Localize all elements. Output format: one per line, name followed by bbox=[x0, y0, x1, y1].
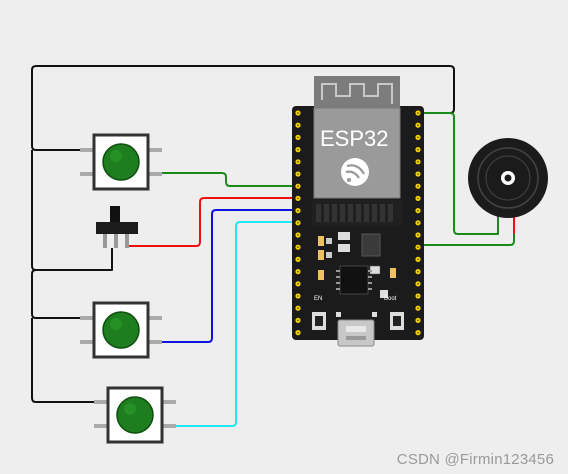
header-pin-hole bbox=[417, 185, 419, 188]
header-pin-hole bbox=[297, 124, 299, 127]
en-button[interactable] bbox=[312, 312, 326, 330]
header-pin-hole bbox=[417, 246, 419, 249]
header-pin-hole bbox=[297, 160, 299, 163]
push-button-1[interactable] bbox=[80, 133, 162, 191]
board-title: ESP32 bbox=[320, 126, 389, 151]
button-2-signal-wire bbox=[162, 209, 296, 343]
header-pin-hole bbox=[417, 124, 419, 127]
header-pin-hole bbox=[297, 319, 299, 322]
espressif-logo bbox=[341, 158, 369, 186]
boot-button[interactable] bbox=[390, 312, 404, 330]
esp32-board[interactable]: ESP32 bbox=[292, 76, 424, 347]
header-pin-hole bbox=[297, 148, 299, 151]
push-button-2[interactable] bbox=[80, 301, 162, 359]
header-pin-hole bbox=[297, 209, 299, 212]
wires bbox=[31, 65, 515, 427]
header-pin-hole bbox=[417, 282, 419, 285]
buzzer-ground-wire bbox=[410, 112, 499, 235]
header-pin-hole bbox=[417, 136, 419, 139]
watermark: CSDN @Firmin123456 bbox=[396, 451, 554, 468]
header-pin-hole bbox=[297, 295, 299, 297]
header-pin-hole bbox=[417, 221, 419, 224]
en-label: EN bbox=[314, 296, 322, 302]
header-pin-hole bbox=[297, 197, 299, 200]
header-pin-hole bbox=[417, 234, 419, 236]
header-pin-hole bbox=[297, 185, 299, 188]
button-3-cap[interactable] bbox=[116, 396, 154, 434]
header-pin-hole bbox=[297, 221, 299, 224]
header-pin-hole bbox=[417, 209, 419, 212]
header-pin-hole bbox=[417, 148, 419, 151]
header-pin-hole bbox=[297, 282, 299, 285]
header-pin-hole bbox=[417, 173, 419, 175]
button-1-signal-wire bbox=[162, 172, 296, 187]
antenna bbox=[314, 76, 400, 108]
push-button-3[interactable] bbox=[94, 386, 176, 444]
usb-uart-chip bbox=[339, 265, 369, 295]
switch-signal-wire bbox=[128, 197, 296, 247]
header-pin-hole bbox=[297, 246, 299, 249]
header-pin-hole bbox=[417, 319, 419, 322]
header-pin-hole bbox=[297, 173, 299, 175]
header-pin-hole bbox=[417, 295, 419, 297]
boot-label: Boot bbox=[384, 296, 397, 302]
header-pin-hole bbox=[297, 307, 299, 310]
header-pin-hole bbox=[297, 112, 299, 114]
voltage-regulator bbox=[361, 233, 381, 257]
header-pin-hole bbox=[417, 270, 419, 273]
buzzer-signal-wire bbox=[410, 214, 515, 246]
ground-wire-button-2 bbox=[31, 269, 80, 319]
header-pin-hole bbox=[297, 331, 299, 334]
buzzer[interactable] bbox=[468, 138, 548, 218]
ground-wire-button-3 bbox=[31, 318, 96, 403]
header-pin-hole bbox=[417, 331, 419, 334]
button-3-signal-wire bbox=[176, 221, 296, 427]
left-pin-header bbox=[295, 110, 301, 336]
header-pin-hole bbox=[297, 136, 299, 139]
button-2-cap[interactable] bbox=[102, 311, 140, 349]
slide-switch[interactable] bbox=[96, 206, 138, 248]
header-pin-hole bbox=[417, 258, 419, 261]
header-pin-hole bbox=[417, 307, 419, 310]
header-pin-hole bbox=[297, 258, 299, 261]
button-1-cap[interactable] bbox=[102, 143, 140, 181]
header-pin-hole bbox=[297, 234, 299, 236]
usb-connector bbox=[337, 319, 375, 347]
antenna-trace bbox=[321, 83, 393, 104]
header-pin-hole bbox=[417, 160, 419, 163]
module-pads bbox=[312, 200, 402, 226]
header-pin-hole bbox=[417, 197, 419, 200]
header-pin-hole bbox=[297, 270, 299, 273]
right-pin-header bbox=[415, 110, 421, 336]
ground-wire bbox=[31, 65, 455, 151]
header-pin-hole bbox=[417, 112, 419, 114]
